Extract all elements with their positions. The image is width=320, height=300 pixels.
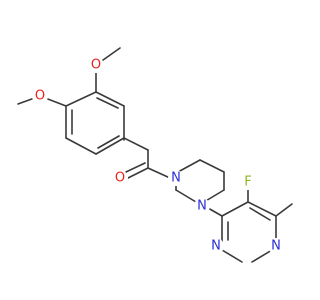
atom-n-piperazine-right: N [194,198,210,214]
bond-co-2 [125,162,146,173]
bond-pip-1 [177,159,201,173]
bond-benz-double-c [96,97,119,109]
atom-label: N [211,239,221,254]
atom-o-methoxy-top: O [88,57,104,73]
molecule-diagram: O O O N N F N N [17,47,293,263]
bond-n-pyrimidine [207,207,223,217]
bond-benz-3 [65,137,97,155]
atom-label: N [271,239,281,254]
atom-label: O [115,171,125,186]
bond-pyr-5 [221,249,243,263]
atom-o-carbonyl: O [112,170,128,186]
bond-pip-4 [203,189,225,203]
atom-o-methoxy-left: O [32,88,48,104]
bond-benz-6 [95,91,125,107]
bond-co-1 [127,167,149,179]
bond-carbonyl-n [147,167,171,179]
atom-n-pyrimidine-bottom-left: N [208,238,224,254]
structure-svg: O O O N N F N N [17,47,293,263]
atom-label: N [171,171,181,186]
bond-pip-2 [199,159,225,173]
bond-pyr-methyl [275,203,293,217]
bond-benz-4 [95,137,125,155]
bond-pyr-4 [251,249,273,263]
bond-benz-1 [65,91,97,107]
atom-n-pyrimidine-bottom-right: N [268,238,284,254]
atom-label: N [197,199,207,214]
bond-pyr-1 [221,201,249,217]
bond-ch2 [123,137,149,151]
atom-n-piperazine-left: N [168,170,184,186]
atom-label: O [91,58,101,73]
atom-label: F [244,175,251,190]
bond-benz-double-b [97,135,120,149]
bond-pyr-2 [247,201,277,217]
bond-pyr-double-b [249,207,271,221]
atom-f-pyrimidine: F [240,174,256,190]
bond-pip-5 [175,189,197,203]
atom-label: O [35,89,45,104]
